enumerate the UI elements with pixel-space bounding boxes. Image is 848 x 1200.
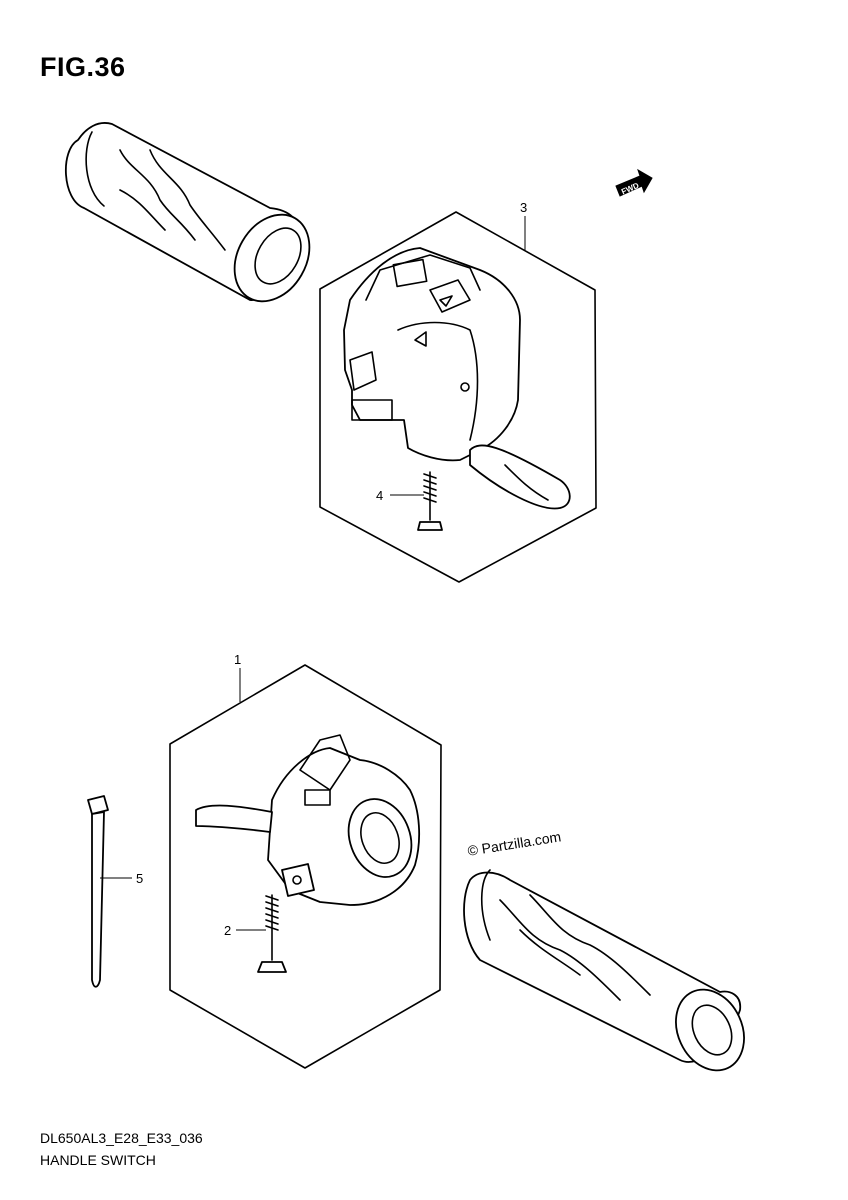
cable-tie-part-5 [87,795,109,988]
callout-5: 5 [136,871,143,886]
right-handlebar-grip [463,869,745,1072]
figure-title: FIG.36 [40,52,126,82]
screw-part-2 [257,894,287,973]
assembly-outline-upper [319,211,597,583]
figure-name: HANDLE SWITCH [40,1152,156,1168]
watermark-text: © Partzilla.com [466,828,562,859]
callout-1: 1 [234,652,241,667]
forward-arrow-icon: FWD [615,168,653,197]
left-switch-housing [195,734,420,906]
callout-4: 4 [376,488,383,503]
callout-3: 3 [520,200,527,215]
callout-2: 2 [224,923,231,938]
figure-code: DL650AL3_E28_E33_036 [40,1130,203,1146]
assembly-outline-lower [169,664,442,1069]
left-handlebar-grip [65,122,311,303]
right-switch-housing [343,247,571,510]
screw-part-4 [417,471,443,531]
